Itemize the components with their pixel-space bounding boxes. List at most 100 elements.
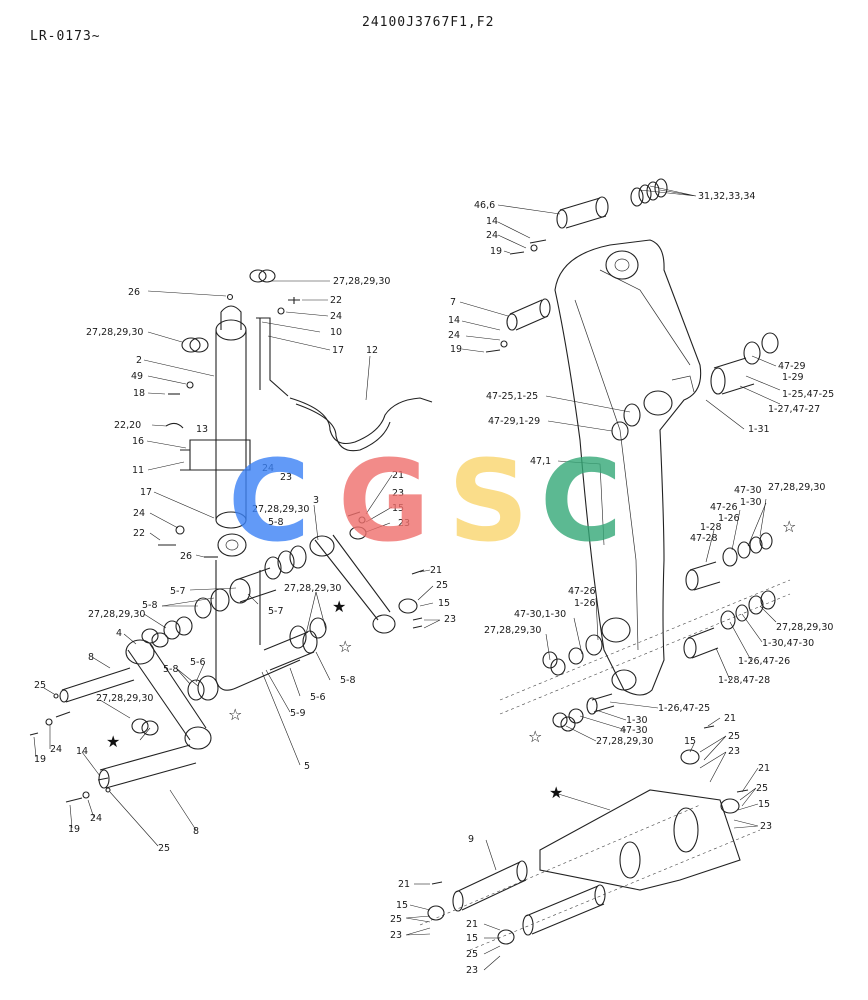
callout-label: 19: [490, 246, 502, 257]
callout-label: 11: [132, 465, 144, 476]
callout-label: 3: [313, 495, 319, 506]
callout-label: 25: [728, 731, 740, 742]
open-star-icon: ☆: [782, 517, 796, 536]
callout-label: 17: [332, 345, 344, 356]
callout-label: 21: [392, 470, 404, 481]
callout-label: 47-28: [690, 533, 718, 544]
callout-label: 49: [131, 371, 143, 382]
bucket-link-assembly: [419, 725, 761, 951]
callout-label: 21: [430, 565, 442, 576]
callout-label: 46,6: [474, 200, 495, 211]
callout-label: 24: [330, 311, 342, 322]
arm-cylinder-assembly: [158, 269, 433, 558]
callout-label: 47-30: [620, 725, 648, 736]
callout-label: 1-29: [782, 372, 804, 383]
callout-label: 5-7: [170, 586, 186, 597]
callout-label: 47,1: [530, 456, 551, 467]
part-labels: 26 27,28,29,30 22 24 10 17 27,28,29,30 1…: [34, 191, 834, 976]
open-star-icon: ☆: [228, 705, 242, 724]
callout-label: 1-26: [718, 513, 740, 524]
callout-label: 23: [398, 518, 410, 529]
callout-label: 47-25,1-25: [486, 391, 538, 402]
callout-label: 23: [760, 821, 772, 832]
callout-label: 19: [34, 754, 46, 765]
callout-label: 8: [88, 652, 94, 663]
callout-label: 23: [466, 965, 478, 976]
callout-label: 5: [304, 761, 310, 772]
callout-label: 1-25,47-25: [782, 389, 834, 400]
link-pin-assembly: [29, 511, 425, 803]
callout-label: 14: [76, 746, 88, 757]
callout-label: 47-29,1-29: [488, 416, 540, 427]
open-star-icon: ☆: [338, 637, 352, 656]
callout-label: 25: [436, 580, 448, 591]
callout-label: 4: [116, 628, 122, 639]
callout-label: 19: [68, 824, 80, 835]
callout-label: 1-28,47-28: [718, 675, 770, 686]
callout-label: 27,28,29,30: [776, 622, 833, 633]
callout-label: 47-29: [778, 361, 806, 372]
watermark-letter: C: [228, 437, 310, 567]
callout-label: 16: [132, 436, 144, 447]
callout-label: 5-9: [290, 708, 306, 719]
callout-label: 24: [90, 813, 102, 824]
callout-label: 1-26,47-26: [738, 656, 790, 667]
callout-label: 47-26: [710, 502, 738, 513]
callout-label: 27,28,29,30: [252, 504, 309, 515]
callout-label: 1-31: [748, 424, 770, 435]
callout-label: 19: [450, 344, 462, 355]
callout-label: 1-27,47-27: [768, 404, 820, 415]
callout-label: 5-8: [142, 600, 158, 611]
filled-star-icon: ★: [332, 597, 346, 616]
callout-label: 31,32,33,34: [698, 191, 755, 202]
callout-label: 2: [136, 355, 142, 366]
callout-label: 12: [366, 345, 378, 356]
watermark-letter: S: [448, 437, 529, 567]
callout-label: 1-30: [626, 715, 648, 726]
filled-star-icon: ★: [106, 732, 120, 751]
callout-label: 1-26: [574, 598, 596, 609]
callout-label: 25: [466, 949, 478, 960]
callout-label: 7: [450, 297, 456, 308]
filled-star-icon: ★: [549, 783, 563, 802]
callout-label: 47-30: [734, 485, 762, 496]
callout-label: 14: [486, 216, 498, 227]
callout-label: 27,28,29,30: [768, 482, 825, 493]
callout-label: 47-30,1-30: [514, 609, 566, 620]
callout-label: 15: [396, 900, 408, 911]
open-star-icon: ☆: [528, 727, 542, 746]
callout-label: 23: [728, 746, 740, 757]
callout-label: 9: [468, 834, 474, 845]
callout-label: 1-30,47-30: [762, 638, 814, 649]
callout-label: 23: [390, 930, 402, 941]
callout-label: 5-7: [268, 606, 284, 617]
callout-label: 15: [466, 933, 478, 944]
callout-label: 27,28,29,30: [484, 625, 541, 636]
callout-label: 27,28,29,30: [86, 327, 143, 338]
part-number: 24100J3767F1,F2: [362, 15, 494, 30]
callout-label: 17: [140, 487, 152, 498]
callout-label: 21: [758, 763, 770, 774]
watermark-letter: C: [540, 437, 622, 567]
callout-label: 23: [444, 614, 456, 625]
callout-label: 5-6: [190, 657, 206, 668]
serial-range: LR-0173~: [30, 29, 101, 44]
leader-lines-left: [33, 280, 441, 847]
callout-label: 15: [758, 799, 770, 810]
callout-label: 27,28,29,30: [596, 736, 653, 747]
callout-label: 21: [724, 713, 736, 724]
callout-label: 24: [448, 330, 460, 341]
callout-label: 15: [438, 598, 450, 609]
callout-label: 10: [330, 327, 342, 338]
callout-label: 8: [193, 826, 199, 837]
callout-label: 5-6: [310, 692, 326, 703]
callout-label: 5-8: [340, 675, 356, 686]
callout-label: 5-8: [268, 517, 284, 528]
callout-label: 18: [133, 388, 145, 399]
callout-label: 26: [128, 287, 140, 298]
callout-label: 22: [133, 528, 145, 539]
callout-label: 22,20: [114, 420, 141, 431]
callout-label: 14: [448, 315, 460, 326]
callout-label: 22: [330, 295, 342, 306]
